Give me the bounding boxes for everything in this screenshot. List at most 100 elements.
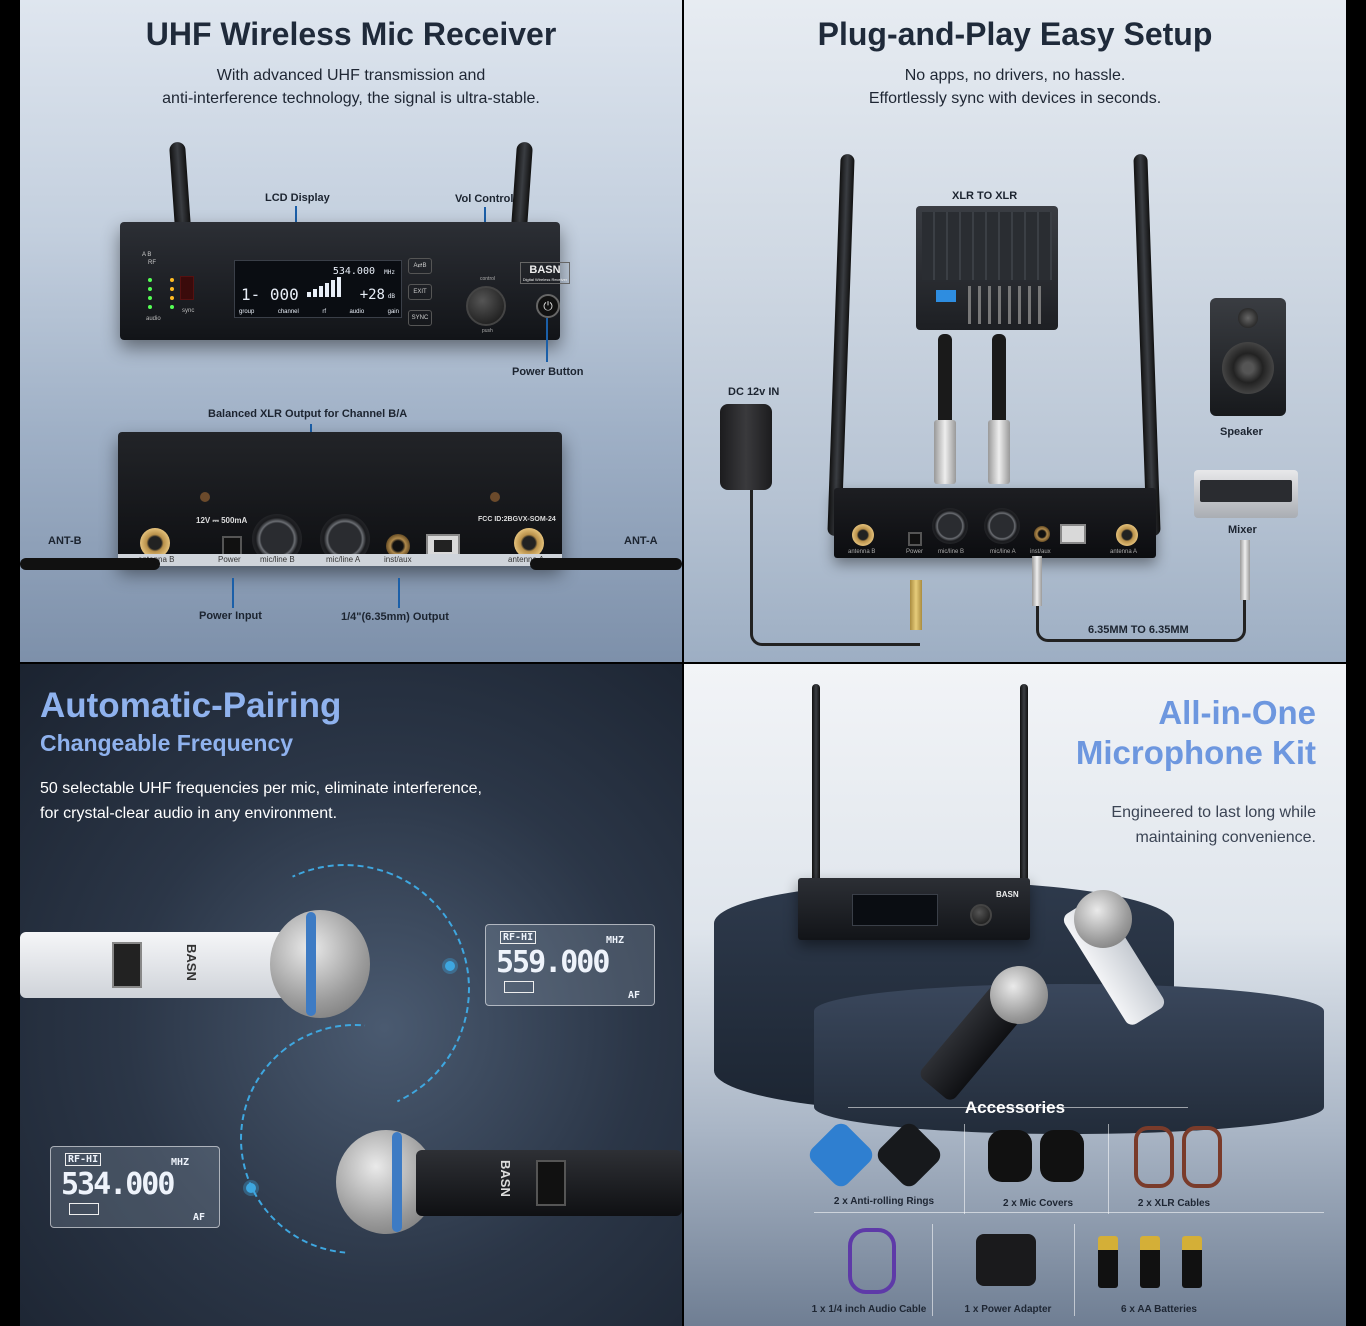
mic-display <box>112 942 142 988</box>
audio-cable-icon <box>848 1228 896 1294</box>
battery-icon <box>1140 1236 1160 1288</box>
antenna-b-connector <box>140 528 170 558</box>
accessories-vline <box>964 1124 965 1214</box>
panel-title: Plug-and-Play Easy Setup <box>817 16 1213 52</box>
panel-title-line1: All-in-One <box>1158 694 1316 731</box>
frequency-display: 534.000 <box>61 1167 175 1202</box>
panel-subtitle: Changeable Frequency <box>40 730 294 756</box>
power-button[interactable]: ⏻ <box>536 294 560 318</box>
antenna-left <box>168 141 192 231</box>
antenna-a-cable <box>530 558 682 570</box>
voltage-label: 12V ⎓ 500mA <box>196 516 248 525</box>
speaker-tweeter <box>1238 308 1258 328</box>
callout-line-power <box>546 318 548 362</box>
push-label: push <box>482 328 493 334</box>
receiver-front: BASN <box>798 878 1030 940</box>
mixer-fader <box>1008 286 1011 324</box>
signal-dot <box>246 1183 256 1193</box>
sync-button[interactable]: SYNC <box>408 310 432 326</box>
brand-subtitle: Digital Wireless Receiver <box>522 277 568 282</box>
strip-power: Power <box>218 555 241 564</box>
label-dc-in: DC 12v IN <box>728 386 780 398</box>
jack-plug-right <box>1240 540 1250 600</box>
panel-subtitle-line2: anti-interference technology, the signal… <box>162 90 540 107</box>
strip-antenna-a: antenna A <box>1110 549 1138 555</box>
antenna-right <box>1020 684 1028 884</box>
panel-title: UHF Wireless Mic Receiver <box>145 16 557 52</box>
mixer-fader <box>988 286 991 324</box>
accessory-mic-covers: 2 x Mic Covers <box>1002 1198 1074 1209</box>
strip-power: Power <box>906 549 924 555</box>
receiver-front: A B RF audio sync 534.000 MHz 1- 000 +28 <box>120 222 570 340</box>
rf-indicator-label: A B <box>142 252 152 258</box>
mixer-fader <box>1038 286 1041 324</box>
freq-unit: MHZ <box>605 935 624 946</box>
accessory-anti-rolling-rings: 2 x Anti-rolling Rings <box>833 1196 935 1207</box>
volume-knob[interactable] <box>970 904 992 926</box>
accessories-title: Accessories <box>964 1098 1066 1117</box>
white-mic-body: BASN <box>20 932 290 998</box>
panel-subtitle-line1: With advanced UHF transmission and <box>216 67 486 84</box>
accessory-power-adapter: 1 x Power Adapter <box>964 1304 1052 1315</box>
mixer-display <box>936 290 956 302</box>
lcd-card-top: RF-HI MHZ 559.000 AF <box>485 924 655 1006</box>
lcd-legend-audio: audio <box>349 309 365 315</box>
xlr-cable-icon <box>1182 1126 1222 1188</box>
antenna-right <box>510 141 534 231</box>
anti-rolling-ring-icon <box>805 1119 877 1191</box>
panel-microphone-kit: All-in-One Microphone Kit Engineered to … <box>684 664 1346 1326</box>
freq-unit: MHZ <box>170 1157 189 1168</box>
strip-mic-line-a: mic/line A <box>326 555 361 564</box>
lcd-card-bottom: RF-HI MHZ 534.000 AF <box>50 1146 220 1228</box>
black-mic-body: BASN <box>416 1150 682 1216</box>
sync-ir-window <box>180 276 194 300</box>
mixer-fader <box>1018 286 1021 324</box>
fcc-label: FCC ID:2BGVX-SOM-24 <box>478 516 556 523</box>
label-balanced-xlr: Balanced XLR Output for Channel B/A <box>208 408 408 420</box>
label-power-button: Power Button <box>512 366 584 378</box>
mixer-fader <box>1028 286 1031 324</box>
receiver-back: antenna B Power mic/line B mic/line A in… <box>834 488 1156 558</box>
brand-badge: BASN Digital Wireless Receiver <box>520 262 570 284</box>
panel-uhf-receiver: UHF Wireless Mic Receiver With advanced … <box>20 0 682 662</box>
antenna-a-connector <box>514 528 544 558</box>
strip-inst-aux: inst/aux <box>1030 549 1051 555</box>
strip-mic-line-b: mic/line B <box>938 549 965 555</box>
volume-knob[interactable] <box>466 286 506 326</box>
xlr-plug-right <box>988 420 1010 484</box>
lcd-gain-unit: dB <box>387 293 395 300</box>
battery-icon <box>1182 1236 1202 1288</box>
strip-mic-line-b: mic/line B <box>260 555 295 564</box>
label-lcd-display: LCD Display <box>265 192 330 204</box>
sync-label: sync <box>182 308 195 314</box>
rf-hi-label: RF-HI <box>65 1153 102 1166</box>
panel-subtitle-line2: Effortlessly sync with devices in second… <box>868 90 1162 107</box>
white-mic-ring <box>306 912 316 1016</box>
signal-dot <box>445 961 455 971</box>
label-speaker: Speaker <box>1220 426 1263 438</box>
lcd-legend: group channel rf audio gain <box>239 309 399 315</box>
white-mic-grille <box>1074 890 1132 948</box>
mic-display <box>536 1160 566 1206</box>
accessories-vline <box>1074 1224 1075 1316</box>
xlr-cable-icon <box>1134 1126 1174 1188</box>
accessory-xlr-cables: 2 x XLR Cables <box>1137 1198 1211 1209</box>
antenna-b-connector <box>852 524 874 546</box>
antenna-a-connector <box>1116 524 1138 546</box>
battery-icon <box>69 1203 99 1215</box>
mixer-fader <box>998 286 1001 324</box>
xlr-output-a <box>984 508 1020 544</box>
callout-line-quarter-output <box>398 578 400 608</box>
xlr-plug-left <box>934 420 956 484</box>
label-xlr-to-xlr: XLR TO XLR <box>952 190 1018 202</box>
label-ant-a: ANT-A <box>624 535 658 547</box>
exit-button[interactable]: EXIT <box>408 284 432 300</box>
power-adapter-icon <box>976 1234 1036 1286</box>
ab-switch-button[interactable]: A⇄B <box>408 258 432 274</box>
rf-hi-label: RF-HI <box>500 931 537 944</box>
small-mixer <box>1194 470 1298 518</box>
brand-logo: BASN <box>529 264 561 276</box>
accessories-vline <box>932 1224 933 1316</box>
panel-body-line2: for crystal-clear audio in any environme… <box>40 805 338 822</box>
lcd-gain: +28 <box>359 287 385 303</box>
